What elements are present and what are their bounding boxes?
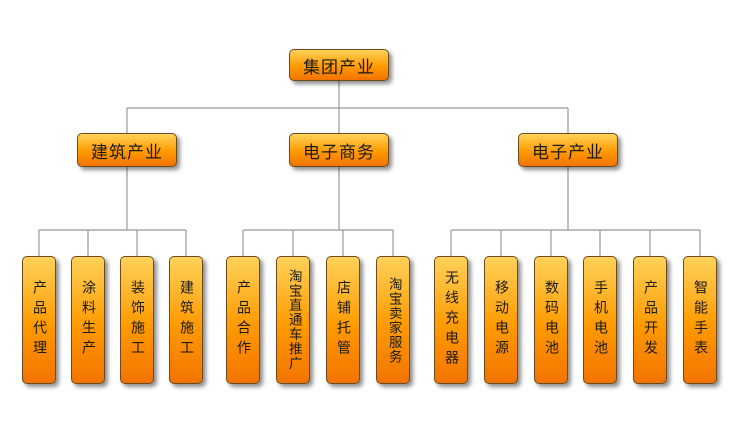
leaf-label: 产品开发: [642, 280, 658, 360]
leaf-label: 装饰施工: [129, 280, 145, 360]
leaf-label: 数码电池: [543, 280, 559, 360]
leaf-label: 淘宝直通车推广: [285, 269, 302, 371]
root-label: 集团产业: [303, 57, 375, 78]
leaf-label: 涂料生产: [80, 280, 96, 360]
leaf-node: 产品开发: [633, 256, 667, 384]
group-label: 电子商务: [303, 142, 375, 163]
leaf-label: 店铺托管: [335, 280, 351, 360]
leaf-label: 淘宝卖家服务: [385, 276, 402, 364]
leaf-node: 涂料生产: [71, 256, 105, 384]
leaf-node: 建筑施工: [169, 256, 203, 384]
leaf-node: 无线充电器: [434, 256, 468, 384]
leaf-node: 淘宝卖家服务: [376, 256, 410, 384]
leaf-node: 淘宝直通车推广: [276, 256, 310, 384]
leaf-label: 智能手表: [692, 280, 708, 360]
leaf-node: 手机电池: [583, 256, 617, 384]
leaf-node: 智能手表: [683, 256, 717, 384]
group-label: 建筑产业: [91, 142, 163, 163]
leaf-node: 装饰施工: [120, 256, 154, 384]
leaf-label: 产品代理: [31, 280, 47, 360]
leaf-label: 手机电池: [592, 280, 608, 360]
leaf-label: 无线充电器: [443, 270, 459, 370]
group-node-construction: 建筑产业: [77, 133, 177, 167]
group-node-ecommerce: 电子商务: [289, 133, 389, 167]
leaf-node: 产品合作: [226, 256, 260, 384]
leaf-node: 店铺托管: [326, 256, 360, 384]
leaf-node: 产品代理: [22, 256, 56, 384]
group-label: 电子产业: [532, 142, 604, 163]
root-node: 集团产业: [289, 49, 389, 81]
leaf-node: 移动电源: [484, 256, 518, 384]
leaf-label: 移动电源: [493, 280, 509, 360]
leaf-label: 建筑施工: [178, 280, 194, 360]
leaf-label: 产品合作: [235, 280, 251, 360]
leaf-node: 数码电池: [534, 256, 568, 384]
group-node-electronics: 电子产业: [518, 133, 618, 167]
